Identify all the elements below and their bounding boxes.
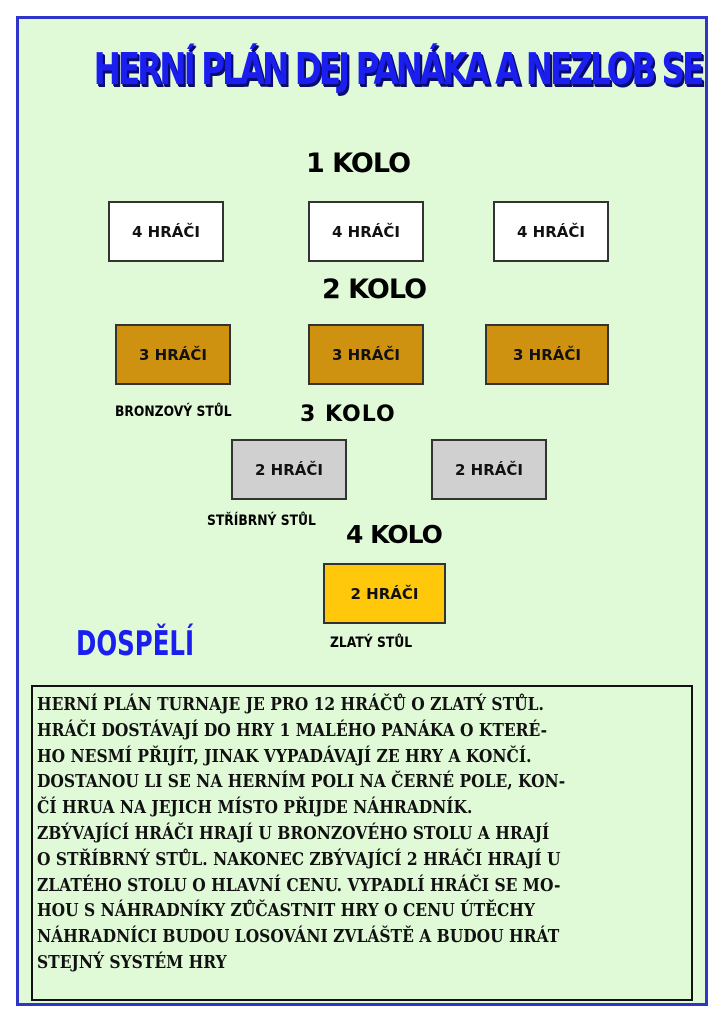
rules-line: STEJNÝ SYSTÉM HRY (37, 951, 227, 973)
rules-line: HRÁČI DOSTÁVAJÍ DO HRY 1 MALÉHO PANÁKA O… (37, 719, 548, 741)
rules-line: ZLATÉHO STOLU O HLAVNÍ CENU. VYPADLÍ HRÁ… (37, 874, 561, 896)
round-4-table: 2 HRÁČI (323, 563, 446, 624)
rules-line: ZBÝVAJÍCÍ HRÁČI HRAJÍ U BRONZOVÉHO STOLU… (37, 822, 550, 844)
round-2-table-3: 3 HRÁČI (485, 324, 609, 385)
round-1-table-2: 4 HRÁČI (308, 201, 424, 262)
silver-table-label: STŘÍBRNÝ STŮL (207, 513, 316, 529)
round-3-table-1: 2 HRÁČI (231, 439, 347, 500)
rules-line: HOU S NÁHRADNÍKY ZŮČASTNIT HRY O CENU ÚT… (37, 900, 535, 922)
round-2-table-2: 3 HRÁČI (308, 324, 424, 385)
rules-line: HO NESMÍ PŘIJÍT, JINAK VYPADÁVAJÍ ZE HRY… (37, 745, 532, 767)
rules-line: HERNÍ PLÁN TURNAJE JE PRO 12 HRÁČŮ O ZLA… (37, 694, 544, 715)
round-3-table-2: 2 HRÁČI (431, 439, 547, 500)
rules-line: O STŘÍBRNÝ STŮL. NAKONEC ZBÝVAJÍCÍ 2 HRÁ… (37, 848, 561, 870)
rules-line: NÁHRADNÍCI BUDOU LOSOVÁNI ZVLÁŠTĚ A BUDO… (37, 926, 560, 948)
round-2-heading: 2 KOLO (322, 274, 427, 305)
round-1-heading: 1 KOLO (306, 148, 411, 179)
category-heading: DOSPĚLÍ (76, 624, 195, 664)
page-title: HERNÍ PLÁN DEJ PANÁKA A NEZLOB SE (93, 44, 705, 95)
page-frame (16, 16, 708, 1006)
gold-table-label: ZLATÝ STŮL (330, 635, 413, 651)
round-3-heading: 3 KOLO (300, 402, 396, 427)
rules-line: ČÍ HRUA NA JEJICH MÍSTO PŘIJDE NÁHRADNÍK… (37, 797, 473, 819)
rules-text-box: HERNÍ PLÁN TURNAJE JE PRO 12 HRÁČŮ O ZLA… (31, 685, 693, 1001)
round-4-heading: 4 KOLO (346, 520, 443, 549)
round-2-table-1: 3 HRÁČI (115, 324, 231, 385)
bronze-table-label: BRONZOVÝ STŮL (115, 404, 232, 420)
round-1-table-3: 4 HRÁČI (493, 201, 609, 262)
round-1-table-1: 4 HRÁČI (108, 201, 224, 262)
rules-line: DOSTANOU LI SE NA HERNÍM POLI NA ČERNÉ P… (37, 771, 566, 793)
